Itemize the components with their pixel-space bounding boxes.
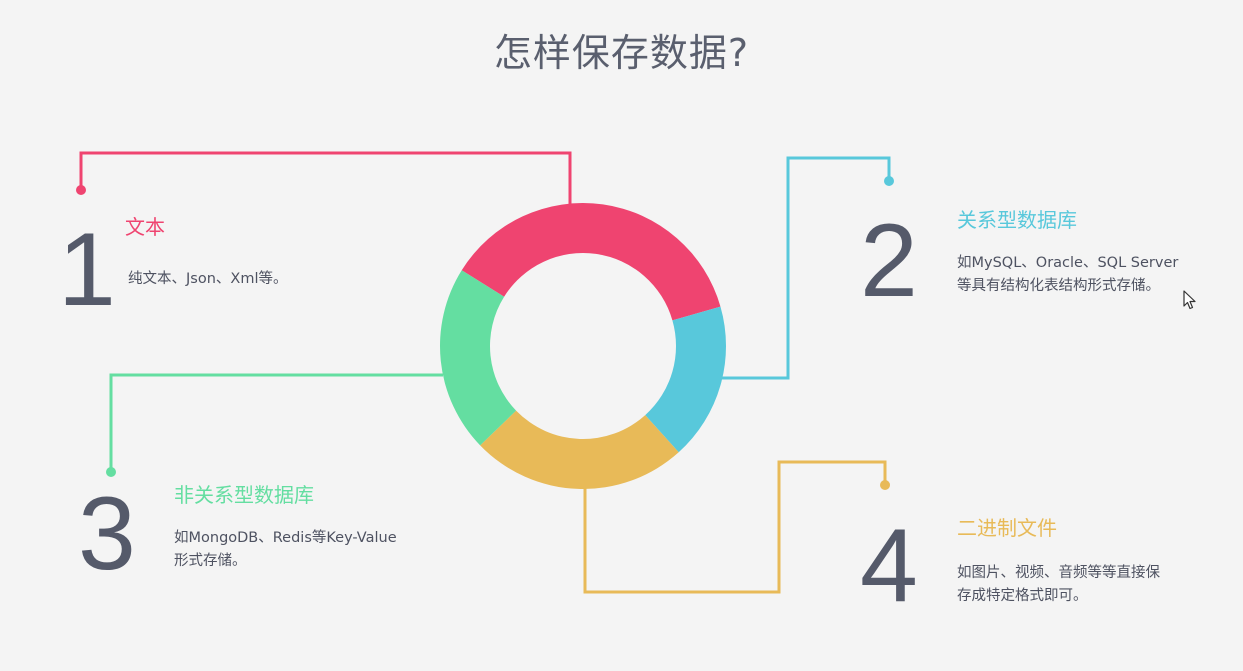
item-4-heading: 二进制文件 bbox=[957, 516, 1057, 540]
item-1-description: 纯文本、Json、Xml等。 bbox=[128, 268, 287, 291]
page-title: 怎样保存数据? bbox=[493, 31, 750, 75]
item-1-number: 1 bbox=[58, 212, 116, 328]
item-4-desc-line: 存成特定格式即可。 bbox=[957, 588, 1088, 604]
connector-line-4 bbox=[583, 460, 887, 594]
item-4-number: 4 bbox=[860, 508, 918, 624]
donut-segment-green bbox=[439, 270, 517, 446]
item-3-heading: 非关系型数据库 bbox=[174, 483, 314, 507]
item-4-desc-line: 如图片、视频、音频等等直接保 bbox=[957, 565, 1160, 581]
item-1-heading: 文本 bbox=[125, 215, 165, 239]
donut-segment-teal bbox=[645, 306, 727, 453]
connector-dot-2 bbox=[884, 176, 894, 186]
item-1-desc-line: 纯文本、Json、Xml等。 bbox=[128, 271, 288, 287]
item-2-description: 如MySQL、Oracle、SQL Server 等具有结构化表结构形式存储。 bbox=[957, 252, 1178, 298]
connector-line-3 bbox=[109, 373, 443, 472]
connector-line-1 bbox=[79, 151, 572, 204]
donut-segment-red bbox=[461, 202, 721, 321]
connector-dot-4 bbox=[880, 480, 890, 490]
mouse-pointer-icon bbox=[1183, 290, 1196, 310]
item-3-desc-line: 形式存储。 bbox=[174, 553, 247, 569]
item-2-desc-line: 如MySQL、Oracle、SQL Server bbox=[957, 255, 1179, 271]
item-3-number: 3 bbox=[78, 476, 136, 592]
item-2-number: 2 bbox=[860, 203, 918, 319]
connector-dot-3 bbox=[106, 467, 116, 477]
item-3-description: 如MongoDB、Redis等Key-Value 形式存储。 bbox=[174, 527, 397, 573]
donut-segment-yellow bbox=[480, 410, 679, 490]
connector-dot-1 bbox=[76, 185, 86, 195]
item-2-heading: 关系型数据库 bbox=[957, 208, 1077, 232]
item-3-desc-line: 如MongoDB、Redis等Key-Value bbox=[174, 530, 397, 546]
connector-line-2 bbox=[722, 156, 891, 380]
item-2-desc-line: 等具有结构化表结构形式存储。 bbox=[957, 278, 1160, 294]
item-4-description: 如图片、视频、音频等等直接保 存成特定格式即可。 bbox=[957, 562, 1160, 608]
